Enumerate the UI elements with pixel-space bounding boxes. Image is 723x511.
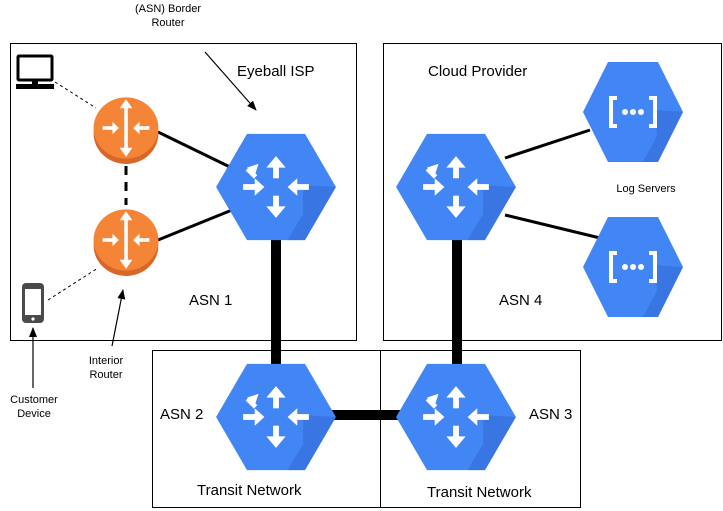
interior-router-arrow xyxy=(111,289,126,347)
mobile-phone-icon xyxy=(22,283,44,323)
link-cloud-log-bottom xyxy=(504,213,601,240)
transit-network-asn2-title: Transit Network xyxy=(197,482,302,499)
cloud-provider-region xyxy=(383,43,722,341)
log-server-top-icon xyxy=(583,60,683,164)
border-router-annotation: (ASN) Border Router xyxy=(118,2,218,30)
interior-router-top-icon xyxy=(93,97,159,164)
border-router-asn1-icon xyxy=(216,133,336,241)
cloud-provider-title: Cloud Provider xyxy=(428,63,528,80)
log-servers-label: Log Servers xyxy=(616,183,676,195)
interior-router-annotation-line2: Router xyxy=(89,369,123,381)
computer-icon xyxy=(16,54,54,89)
link-phone-router xyxy=(47,267,99,301)
asn3-label: ASN 3 xyxy=(529,406,573,423)
asn1-label: ASN 1 xyxy=(189,292,233,309)
customer-device-annotation: Customer Device xyxy=(0,393,68,421)
link-computer-router xyxy=(54,81,97,109)
customer-device-annotation-line2: Device xyxy=(17,408,51,420)
border-router-annotation-line1: (ASN) Border xyxy=(134,3,202,15)
router-asn4-icon xyxy=(396,133,516,241)
router-asn2-icon xyxy=(216,363,336,471)
log-server-bottom-icon xyxy=(583,215,683,319)
customer-device-annotation-line1: Customer xyxy=(10,394,58,406)
eyeball-isp-region xyxy=(10,43,357,341)
interior-router-bottom-icon xyxy=(93,209,159,276)
interior-router-annotation: Interior Router xyxy=(74,354,138,382)
transit-network-asn3-region xyxy=(380,350,581,508)
link-interior-top-border xyxy=(157,130,233,170)
eyeball-isp-title: Eyeball ISP xyxy=(237,63,315,80)
interior-router-annotation-line1: Interior xyxy=(88,355,124,367)
router-asn3-icon xyxy=(396,363,516,471)
link-interior-bottom-border xyxy=(157,208,233,242)
border-router-arrow xyxy=(204,51,257,111)
asn2-label: ASN 2 xyxy=(160,406,204,423)
transit-network-asn3-title: Transit Network xyxy=(427,484,532,501)
network-links xyxy=(47,81,601,420)
border-router-annotation-line2: Router xyxy=(151,17,185,29)
asn4-label: ASN 4 xyxy=(499,292,543,309)
link-cloud-log-top xyxy=(504,128,591,160)
